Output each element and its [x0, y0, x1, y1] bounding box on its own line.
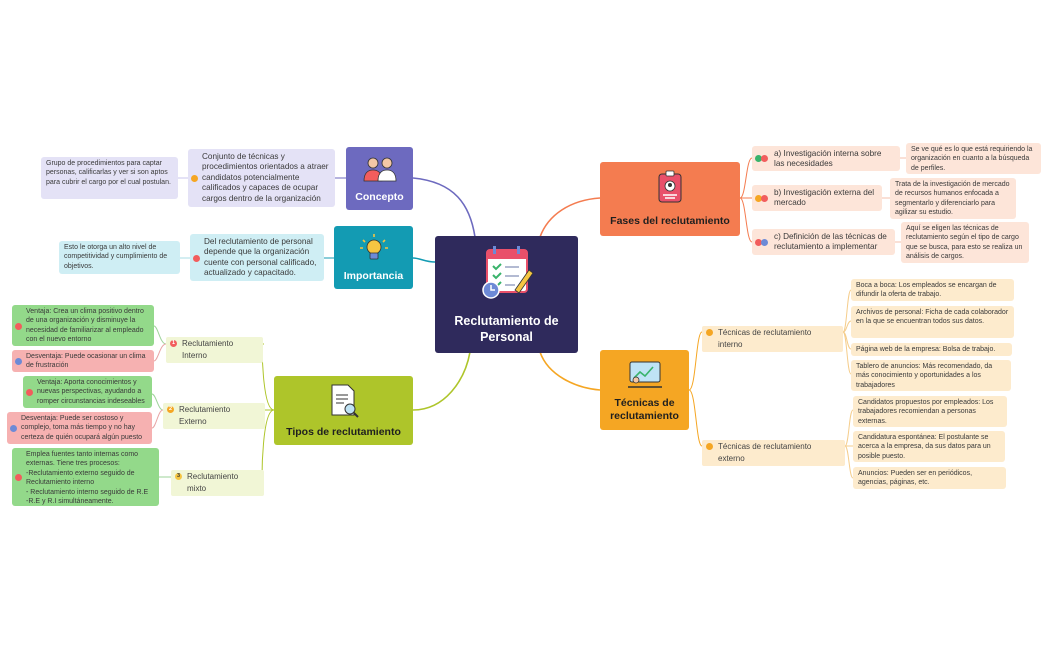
fase-c-note[interactable]: Aquí se eligen las técnicas de reclutami…: [901, 222, 1029, 263]
interno-ventaja[interactable]: Ventaja: Crea un clima positivo dentro d…: [12, 305, 154, 346]
people-small-icon: [755, 155, 762, 162]
fase-c[interactable]: c) Definición de las técnicas de recluta…: [752, 229, 895, 255]
calendar-checklist-icon: [481, 246, 534, 299]
importancia-definition[interactable]: Del reclutamiento de personal depende qu…: [190, 234, 324, 281]
tipos-topic[interactable]: Tipos de reclutamiento: [274, 376, 413, 445]
fase-b-label: b) Investigación externa del mercado: [774, 188, 875, 208]
concepto-definition[interactable]: Conjunto de técnicas y procedimientos or…: [188, 149, 335, 207]
fases-title: Fases del reclutamiento: [610, 215, 730, 227]
importancia-topic[interactable]: Importancia: [334, 226, 413, 289]
interno-tecnica-1[interactable]: Boca a boca: Los empleados se encargan d…: [851, 279, 1014, 301]
thumbs-down-icon: [10, 425, 17, 432]
people-small-icon: [761, 195, 768, 202]
document-search-icon: [331, 384, 359, 418]
tipo-mixto-label: Reclutamiento mixto: [187, 472, 239, 493]
central-topic[interactable]: Reclutamiento de Personal: [435, 236, 578, 353]
fase-a-note[interactable]: Se ve qué es lo que está requiriendo la …: [906, 143, 1041, 174]
pencil-icon: [706, 443, 713, 450]
tecnicas-externo-label: Técnicas de reclutamiento externo: [718, 442, 812, 463]
fases-topic[interactable]: Fases del reclutamiento: [600, 162, 740, 236]
tecnicas-externo[interactable]: Técnicas de reclutamiento externo: [702, 440, 845, 466]
presentation-icon: [627, 361, 662, 388]
people-small-icon: [761, 155, 768, 162]
pencil-icon: [191, 175, 198, 182]
concepto-topic[interactable]: Concepto: [346, 147, 413, 210]
thumbs-up-icon: [26, 389, 33, 396]
marker-1-icon: 1: [170, 340, 177, 347]
id-badge-icon: [658, 170, 682, 203]
externo-ventaja[interactable]: Ventaja: Aporta conocimientos y nuevas p…: [23, 376, 152, 408]
interno-tecnica-2[interactable]: Archivos de personal: Ficha de cada cola…: [851, 306, 1014, 338]
people-icon: [363, 157, 396, 182]
tipo-interno-label: Reclutamiento Interno: [182, 339, 234, 360]
interno-desventaja[interactable]: Desventaja: Puede ocasionar un clima de …: [12, 350, 154, 372]
externo-tecnica-3[interactable]: Anuncios: Pueden ser en periódicos, agen…: [853, 467, 1006, 489]
importancia-note[interactable]: Esto le otorga un alto nivel de competit…: [59, 241, 180, 274]
thumbs-down-icon: [15, 358, 22, 365]
tipos-title: Tipos de reclutamiento: [286, 426, 401, 438]
people-small-icon: [755, 195, 762, 202]
central-title: Reclutamiento de Personal: [454, 314, 559, 344]
concepto-title: Concepto: [355, 191, 404, 203]
marker-2-icon: 2: [167, 406, 174, 413]
mixto-note[interactable]: Emplea fuentes tanto internas como exter…: [12, 448, 159, 506]
fase-b[interactable]: b) Investigación externa del mercado: [752, 185, 882, 211]
thumbs-up-icon: [15, 323, 22, 330]
fase-a-label: a) Investigación interna sobre las neces…: [774, 149, 882, 169]
fase-b-note[interactable]: Trata de la investigación de mercado de …: [890, 178, 1016, 219]
tecnicas-interno-label: Técnicas de reclutamiento interno: [718, 328, 812, 349]
marker-3-icon: 3: [175, 473, 182, 480]
tipo-interno[interactable]: 1 Reclutamiento Interno: [166, 337, 263, 363]
tecnicas-interno[interactable]: Técnicas de reclutamiento interno: [702, 326, 843, 352]
tecnicas-title: Técnicas de reclutamiento: [610, 397, 679, 422]
pencil-icon: [706, 329, 713, 336]
fase-c-label: c) Definición de las técnicas de recluta…: [774, 232, 887, 252]
thumbs-up-icon: [15, 474, 22, 481]
tipo-mixto[interactable]: 3 Reclutamiento mixto: [171, 470, 264, 496]
pencil-icon: [193, 255, 200, 262]
interno-tecnica-3[interactable]: Página web de la empresa: Bolsa de traba…: [851, 343, 1012, 356]
externo-tecnica-2[interactable]: Candidatura espontánea: El postulante se…: [853, 431, 1005, 462]
people-small-icon: [755, 239, 762, 246]
concepto-note[interactable]: Grupo de procedimientos para captar pers…: [41, 157, 178, 199]
fase-a[interactable]: a) Investigación interna sobre las neces…: [752, 146, 900, 171]
tipo-externo[interactable]: 2 Reclutamiento Externo: [163, 403, 265, 429]
interno-tecnica-4[interactable]: Tablero de anuncios: Más recomendado, da…: [851, 360, 1011, 391]
externo-desventaja[interactable]: Desventaja: Puede ser costoso y complejo…: [7, 412, 152, 444]
externo-tecnica-1[interactable]: Candidatos propuestos por empleados: Los…: [853, 396, 1007, 427]
people-small-icon: [761, 239, 768, 246]
tipo-externo-label: Reclutamiento Externo: [179, 405, 231, 426]
tecnicas-topic[interactable]: Técnicas de reclutamiento: [600, 350, 689, 430]
lightbulb-icon: [359, 234, 388, 260]
importancia-title: Importancia: [343, 270, 404, 282]
